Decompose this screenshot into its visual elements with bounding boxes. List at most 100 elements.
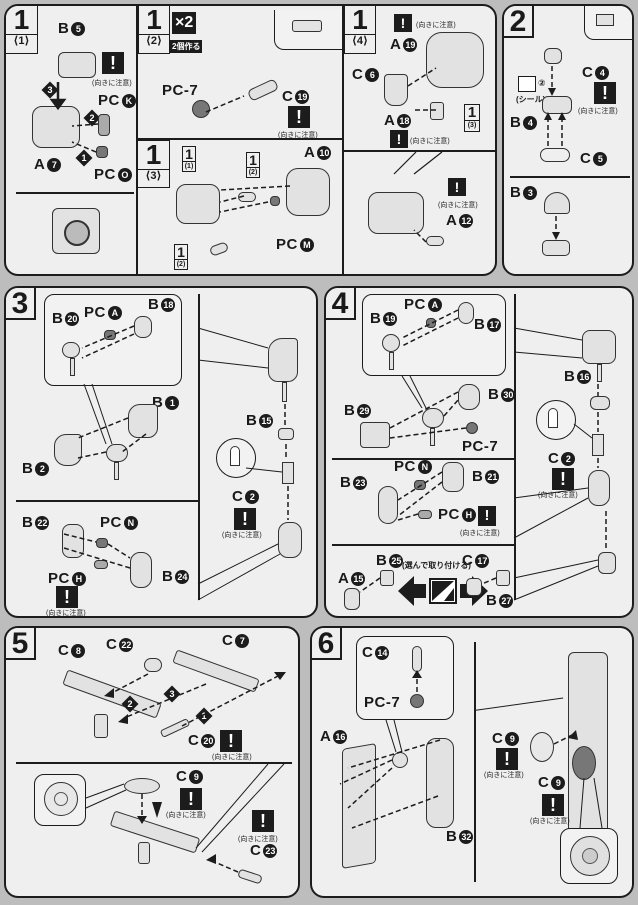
part-PC7-drawing — [466, 422, 478, 434]
part-B32-drawing — [426, 738, 454, 828]
part-torso-drawing — [278, 522, 302, 558]
sticker-number: ② — [538, 78, 546, 88]
warning-caption: (向きに注意) — [538, 492, 578, 499]
part-C20-drawing — [159, 718, 191, 738]
order-marker-2: 2 — [121, 695, 139, 713]
divider — [198, 294, 200, 600]
part-A10-drawing — [286, 168, 330, 216]
part-B20-drawing — [62, 342, 80, 358]
part-C22-drawing — [144, 658, 162, 672]
step-number: 1 — [345, 6, 375, 35]
part-head-drawing — [582, 330, 616, 364]
divider — [342, 6, 344, 274]
divider — [474, 642, 476, 882]
assembled-center-ring — [64, 220, 90, 246]
part-B3-drawing — [544, 192, 570, 214]
part-PCH-drawing — [94, 560, 108, 569]
divider — [344, 150, 495, 152]
warning-caption: (向きに注意) — [46, 610, 86, 617]
quantity-note: 2個作る — [170, 40, 203, 53]
part-C2-detail — [548, 408, 558, 428]
warning-caption: (向きに注意) — [578, 108, 618, 115]
substep-number: ⟨2⟩ — [145, 35, 163, 47]
part-B19-peg — [389, 352, 394, 370]
part-center-peg — [430, 428, 435, 446]
step-number: 4 — [326, 288, 356, 320]
part-center-peg — [114, 462, 119, 480]
part-peg-drawing — [238, 192, 256, 202]
part-B19-drawing — [382, 334, 400, 352]
sticker-caption: (シール) — [516, 95, 546, 104]
part-B17-drawing — [458, 302, 474, 324]
part-C8-grip — [94, 714, 108, 738]
warning-caption: (向きに注意) — [438, 202, 478, 209]
part-PCN-drawing — [96, 538, 108, 548]
part-base-drawing — [542, 240, 570, 256]
mirror-swap-icon — [398, 576, 488, 606]
divider — [136, 6, 138, 274]
warning-icon: ! — [394, 14, 412, 32]
warning-icon: ! — [448, 178, 466, 196]
warning-icon: ! — [390, 130, 408, 148]
divider — [332, 544, 514, 546]
part-C2-drawing — [282, 462, 294, 484]
warning-icon: ! — [180, 788, 202, 810]
part-PC7-drawing — [410, 694, 424, 708]
part-head-assembled-drawing — [368, 192, 424, 234]
part-C9-detail-inner — [582, 848, 598, 864]
part-C14-drawing — [412, 646, 422, 672]
warning-icon: ! — [252, 810, 274, 832]
part-B18-drawing — [134, 316, 152, 338]
ref-step-1-3: 1 (3) — [464, 104, 480, 132]
divider — [510, 176, 630, 178]
order-marker-1: 1 — [195, 707, 213, 725]
order-marker-3: 3 — [163, 685, 181, 703]
divider — [138, 138, 342, 140]
substep-number: ⟨3⟩ — [145, 170, 162, 182]
part-peg-drawing — [208, 241, 230, 257]
part-neck-peg — [597, 364, 602, 382]
part-C9-detail-inner — [54, 792, 68, 806]
part-label-PC7: PC-7 — [364, 694, 401, 711]
part-C17-drawing — [466, 578, 482, 596]
part-rifle-grip — [138, 842, 150, 864]
warning-icon: ! — [288, 106, 310, 128]
part-A12-drawing — [426, 236, 444, 246]
ref-step-1-2: 1 (2) — [246, 152, 260, 178]
part-assembled-view — [52, 208, 100, 254]
substep-1-1-badge: 1 ⟨1⟩ — [6, 6, 38, 54]
part-label-PC7: PC-7 — [162, 82, 199, 99]
quantity-badge: ×2 — [172, 12, 197, 34]
part-center-drawing — [422, 408, 444, 428]
part-B5-drawing — [58, 52, 96, 78]
step-number: 6 — [312, 628, 342, 660]
part-B20-peg — [70, 358, 75, 376]
divider — [16, 500, 198, 502]
part-B30-drawing — [458, 384, 480, 410]
choose-note: (選んで取り付ける) — [402, 561, 471, 570]
part-head-drawing — [268, 338, 298, 382]
